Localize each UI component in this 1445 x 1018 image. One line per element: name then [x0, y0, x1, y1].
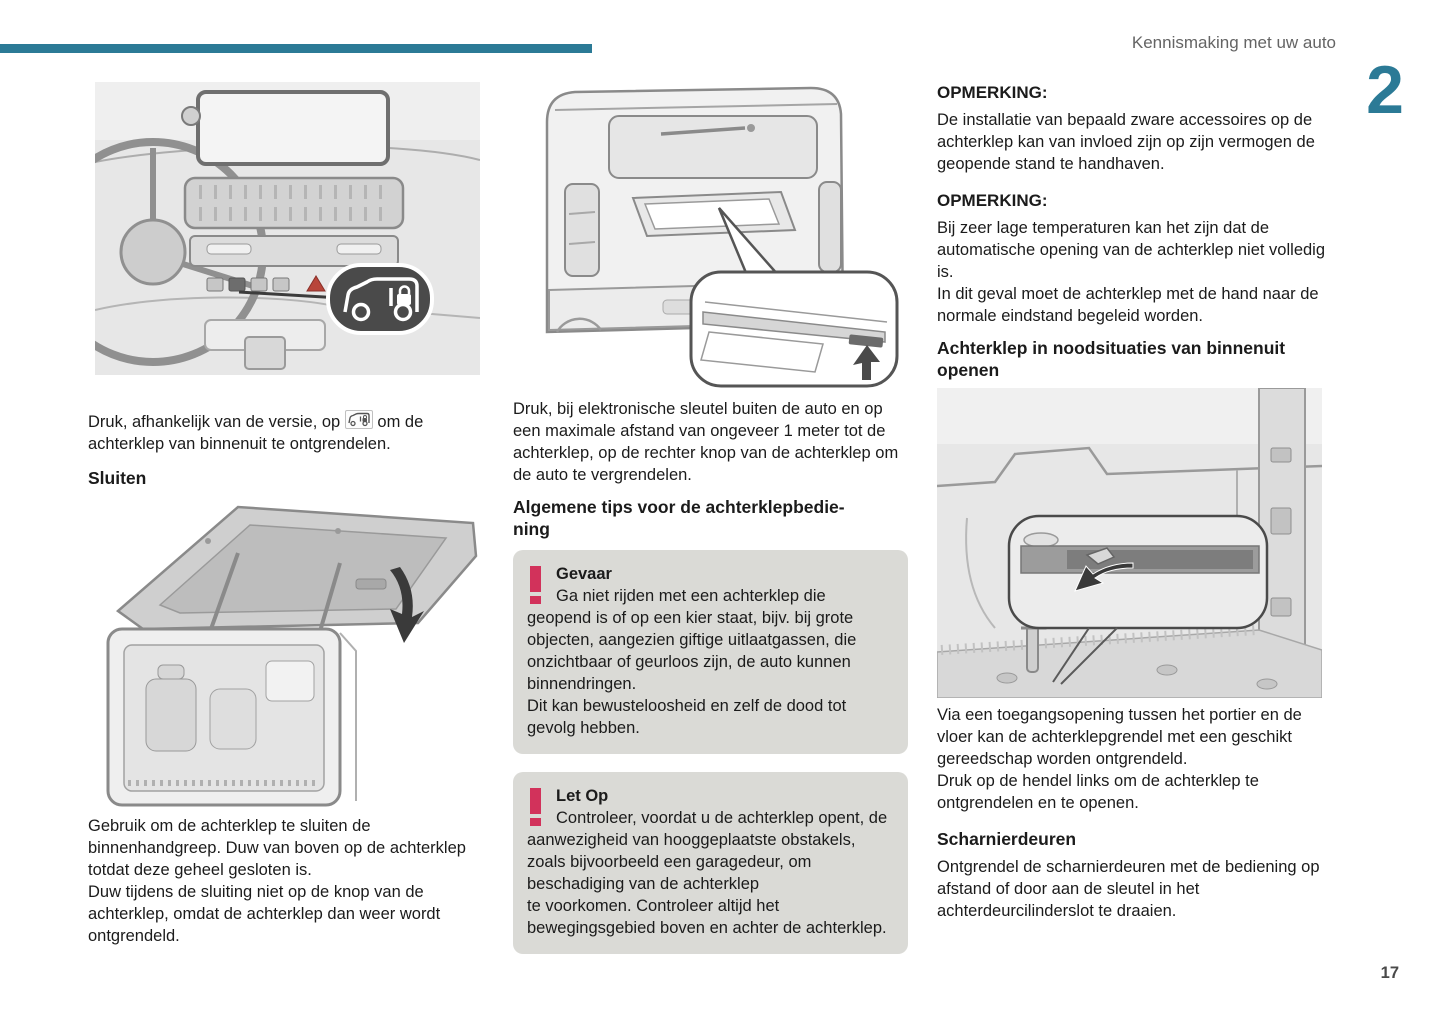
hinged-doors-paragraph: Ontgrendel de scharnierdeuren met de bed… — [937, 858, 1320, 920]
callout-pointer — [1052, 627, 1118, 685]
heading-scharnierdeuren: Scharnierdeuren — [937, 829, 1077, 849]
chapter-number: 2 — [1366, 52, 1404, 128]
latch-callout — [1007, 514, 1269, 630]
heading-tips: Algemene tips voor de achterklepbedie- n… — [513, 497, 845, 539]
press-up-arrow-icon — [853, 345, 880, 380]
figure-van-rear-lock-button — [513, 80, 905, 392]
close-direction-arrow-icon — [390, 567, 424, 643]
climate-panel — [189, 235, 399, 267]
unlock-text-after: om de achterklep van binnenuit te ontgre… — [88, 413, 424, 453]
tailgate-inner-contour — [937, 446, 1322, 488]
air-vents — [183, 176, 405, 230]
danger-box: Gevaar Ga niet rijden met een achterklep… — [513, 550, 908, 754]
emergency-paragraph: Via een toegangsopening tussen het porti… — [937, 706, 1302, 812]
unlock-direction-arrow-icon — [1074, 562, 1134, 592]
van-lock-icon — [344, 410, 373, 429]
unlock-paragraph: Druk, afhankelijk van de versie, op om d… — [88, 388, 480, 455]
figure-dashboard-interior-unlock — [95, 82, 480, 375]
figure-tailgate-closing — [88, 501, 480, 809]
caution-box: Let Op Controleer, voordat u de achterkl… — [513, 772, 908, 954]
caution-title: Let Op — [556, 787, 609, 805]
hazard-button-icon — [306, 275, 326, 292]
lock-button-callout — [689, 270, 899, 388]
page-number: 17 — [1380, 964, 1399, 982]
caution-text: Controleer, voordat u de achterklep open… — [527, 809, 888, 937]
right-column: OPMERKING: De installatie van bepaald zw… — [937, 83, 1327, 922]
electronic-key-paragraph: Druk, bij elektronische sleutel buiten d… — [513, 400, 899, 484]
exclamation-icon — [530, 788, 543, 826]
heading-sluiten: Sluiten — [88, 468, 147, 488]
closing-paragraph: Gebruik om de achterklep te sluiten de b… — [88, 817, 466, 945]
van-rear-illustration — [513, 80, 905, 392]
danger-text: Ga niet rijden met een achterklep die ge… — [527, 587, 857, 737]
touchscreen — [196, 90, 390, 166]
exclamation-icon — [530, 566, 543, 604]
dashboard-illustration — [95, 82, 480, 375]
note-text-2: Bij zeer lage temperaturen kan het zijn … — [937, 219, 1326, 325]
tailgate-closing-illustration — [88, 501, 480, 809]
van-lock-callout-icon — [326, 263, 434, 335]
left-column: Druk, afhankelijk van de versie, op om d… — [88, 82, 480, 947]
note-label-2: OPMERKING: — [937, 191, 1048, 210]
open-tailgate-panel — [115, 505, 478, 631]
running-header: Kennismaking met uw auto — [1131, 33, 1336, 52]
heading-emergency-open: Achterklep in noodsituaties van binnenui… — [937, 338, 1286, 380]
danger-title: Gevaar — [556, 565, 612, 583]
dashboard-buttons — [206, 275, 326, 292]
middle-column: Druk, bij elektronische sleutel buiten d… — [513, 80, 908, 954]
rear-opening — [106, 627, 342, 807]
note-text-1: De installatie van bepaald zware accesso… — [937, 111, 1315, 173]
unlock-text-before: Druk, afhankelijk van de versie, op — [88, 413, 345, 431]
tailgate-latch — [1085, 547, 1116, 565]
tailgate-lock-button — [848, 334, 884, 348]
figure-tailgate-emergency-release — [937, 388, 1322, 698]
chapter-accent-bar — [0, 44, 592, 53]
callout-pointer — [238, 290, 342, 300]
cargo-interior-illustration — [937, 388, 1322, 698]
note-label-1: OPMERKING: — [937, 83, 1048, 102]
